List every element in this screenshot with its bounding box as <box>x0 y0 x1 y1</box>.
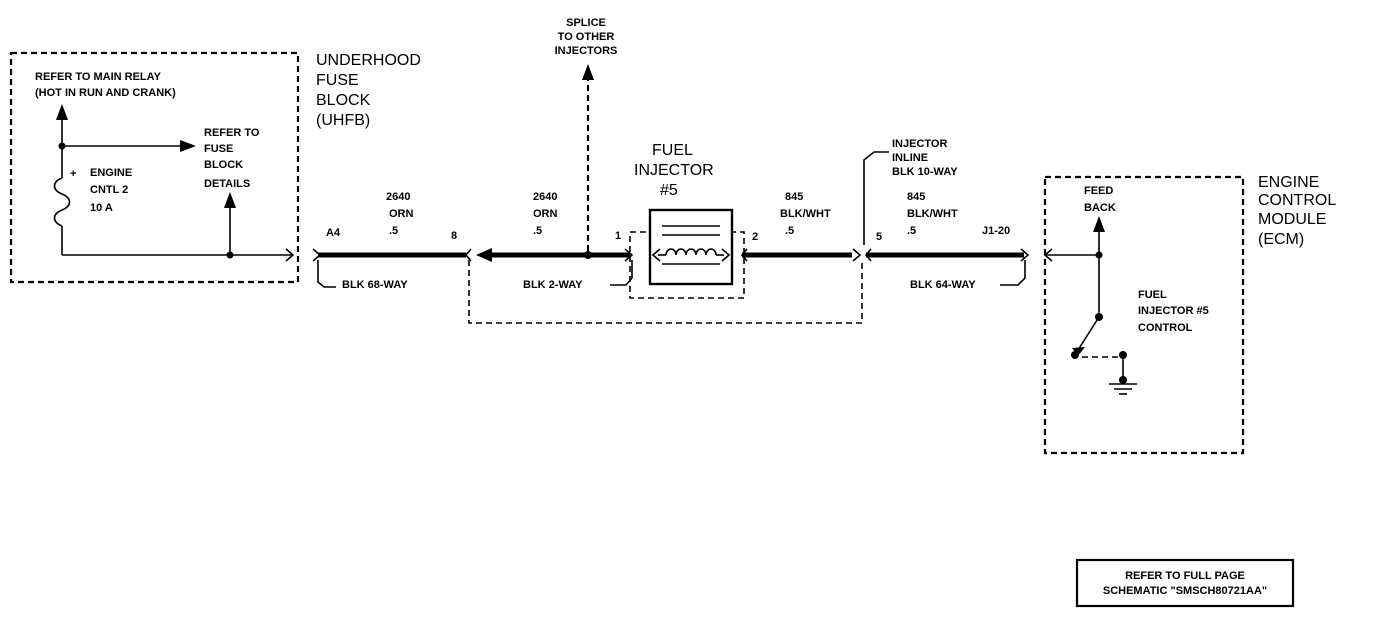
feedback-arrow-icon <box>1093 216 1105 232</box>
svg-text:SPLICE: SPLICE <box>566 17 606 29</box>
svg-text:INLINE: INLINE <box>892 152 928 164</box>
injector-coil-icon <box>651 225 731 265</box>
svg-text:BLOCK: BLOCK <box>204 159 243 171</box>
fuse-symbol-icon <box>53 177 71 227</box>
pin-5: 5 <box>876 231 882 243</box>
svg-text:ORN: ORN <box>389 208 414 220</box>
uhfb-boundary <box>9 51 300 284</box>
svg-text:BLK 10-WAY: BLK 10-WAY <box>892 166 958 178</box>
pin-8: 8 <box>451 230 457 242</box>
fuse-polarity: + <box>70 168 76 180</box>
connector-blk-68-way: BLK 68-WAY <box>342 279 408 291</box>
svg-text:CONTROL: CONTROL <box>1138 322 1193 334</box>
svg-text:FUSE: FUSE <box>316 72 359 89</box>
svg-text:FUEL: FUEL <box>652 142 693 159</box>
svg-text:BACK: BACK <box>1084 202 1116 214</box>
main-relay-arrow-icon <box>56 104 68 120</box>
svg-text:BLK/WHT: BLK/WHT <box>907 208 958 220</box>
svg-text:INJECTOR #5: INJECTOR #5 <box>1138 305 1209 317</box>
svg-text:UNDERHOOD: UNDERHOOD <box>316 52 421 69</box>
pin-2: 2 <box>752 231 758 243</box>
svg-text:ENGINE: ENGINE <box>1258 174 1319 191</box>
pin-1: 1 <box>615 230 621 242</box>
main-relay-reference: REFER TO MAIN RELAY (HOT IN RUN AND CRAN… <box>35 71 176 99</box>
driver-switch-icon <box>1071 316 1127 384</box>
svg-text:.5: .5 <box>533 225 542 237</box>
svg-text:#5: #5 <box>660 182 678 199</box>
svg-text:REFER TO MAIN RELAY: REFER TO MAIN RELAY <box>35 71 162 83</box>
svg-text:(ECM): (ECM) <box>1258 231 1304 248</box>
wire-2640-a-label: 2640 ORN .5 <box>386 191 414 237</box>
connector-blk-64-way: BLK 64-WAY <box>910 279 976 291</box>
svg-text:845: 845 <box>907 191 925 203</box>
svg-text:.5: .5 <box>907 225 916 237</box>
svg-text:BLK/WHT: BLK/WHT <box>780 208 831 220</box>
fuse-detail-arrow-icon <box>224 192 236 208</box>
svg-text:ENGINE: ENGINE <box>90 167 132 179</box>
injector-inline-label: INJECTOR INLINE BLK 10-WAY <box>892 138 958 178</box>
svg-text:.5: .5 <box>785 225 794 237</box>
fuel-injector-body <box>648 208 734 286</box>
fuse-label: ENGINE CNTL 2 10 A <box>90 167 132 214</box>
svg-text:BLOCK: BLOCK <box>316 92 371 109</box>
svg-text:SCHEMATIC "SMSCH80721AA": SCHEMATIC "SMSCH80721AA" <box>1103 585 1267 597</box>
svg-text:REFER TO: REFER TO <box>204 127 260 139</box>
svg-text:CONTROL: CONTROL <box>1258 192 1336 209</box>
svg-text:REFER TO FULL PAGE: REFER TO FULL PAGE <box>1125 570 1245 582</box>
injector-control-label: FUEL INJECTOR #5 CONTROL <box>1138 289 1209 334</box>
wire-2640-b-label: 2640 ORN .5 <box>533 191 558 237</box>
svg-text:FEED: FEED <box>1084 185 1113 197</box>
svg-text:INJECTOR: INJECTOR <box>634 162 714 179</box>
schematic-reference-box <box>1075 558 1295 608</box>
svg-text:FUSE: FUSE <box>204 143 233 155</box>
svg-text:(HOT IN RUN AND CRANK): (HOT IN RUN AND CRANK) <box>35 87 176 99</box>
svg-text:TO OTHER: TO OTHER <box>558 31 615 43</box>
ground-icon <box>1109 380 1137 395</box>
svg-text:ORN: ORN <box>533 208 558 220</box>
schematic-reference-text: REFER TO FULL PAGE SCHEMATIC "SMSCH80721… <box>1103 570 1267 597</box>
splice-label: SPLICE TO OTHER INJECTORS <box>555 17 618 57</box>
fuse-block-reference: REFER TO FUSE BLOCK DETAILS <box>204 127 260 190</box>
ecm-boundary <box>1043 175 1245 455</box>
uhfb-title: UNDERHOOD FUSE BLOCK (UHFB) <box>316 52 421 129</box>
svg-text:10 A: 10 A <box>90 202 113 214</box>
svg-text:(UHFB): (UHFB) <box>316 112 370 129</box>
svg-text:2640: 2640 <box>533 191 557 203</box>
splice-arrow-icon <box>582 64 594 80</box>
fuse-block-arrow-icon <box>180 140 196 152</box>
svg-text:DETAILS: DETAILS <box>204 178 250 190</box>
svg-text:INJECTOR: INJECTOR <box>892 138 947 150</box>
ecm-title: ENGINE CONTROL MODULE (ECM) <box>1258 174 1336 248</box>
svg-text:FUEL: FUEL <box>1138 289 1167 301</box>
pin-j1-20: J1-20 <box>982 225 1010 237</box>
pin-a4: A4 <box>326 227 341 239</box>
svg-text:2640: 2640 <box>386 191 410 203</box>
feedback-label: FEED BACK <box>1084 185 1116 214</box>
connector-blk-2-way: BLK 2-WAY <box>523 279 583 291</box>
svg-text:MODULE: MODULE <box>1258 211 1326 228</box>
svg-text:845: 845 <box>785 191 803 203</box>
wire-845-a-label: 845 BLK/WHT .5 <box>780 191 831 237</box>
svg-text:INJECTORS: INJECTORS <box>555 45 618 57</box>
wire-845-b-label: 845 BLK/WHT .5 <box>907 191 958 237</box>
svg-text:.5: .5 <box>389 225 398 237</box>
svg-text:CNTL 2: CNTL 2 <box>90 184 128 196</box>
fuel-injector-title: FUEL INJECTOR #5 <box>634 142 714 199</box>
connector-dashed-link <box>468 260 863 324</box>
